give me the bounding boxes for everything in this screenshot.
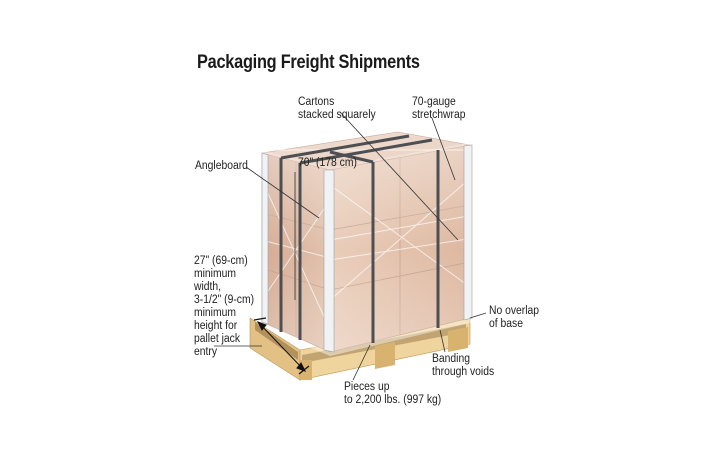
leader-no-overlap [469,312,487,319]
leader-lines [214,111,487,381]
banding-straps [279,134,440,343]
leader-weight [352,344,371,381]
leader-banding [439,329,446,353]
leader-angleboard [245,166,320,219]
label-banding: Banding through voids [432,353,495,378]
label-weight: Pieces up to 2,200 lbs. (997 kg) [344,381,442,406]
width-dimension-arrow [253,317,310,375]
pallet [249,317,471,381]
label-cartons: Cartons stacked squarely [298,96,376,121]
angleboards [261,144,473,353]
leader-stretchwrap [431,117,456,181]
label-pallet-width: 27" (69-cm) minimum width, 3-1/2" (9-cm)… [194,255,255,358]
label-height: 70" (178 cm) [298,157,357,169]
label-stretchwrap: 70-gauge stretchwrap [412,96,466,121]
label-no-overlap: No overlap of base [489,305,540,330]
stretchwrap [258,128,475,356]
label-angleboard: Angleboard [195,160,248,172]
diagram-title: Packaging Freight Shipments [197,52,420,73]
leader-cartons [339,111,459,241]
